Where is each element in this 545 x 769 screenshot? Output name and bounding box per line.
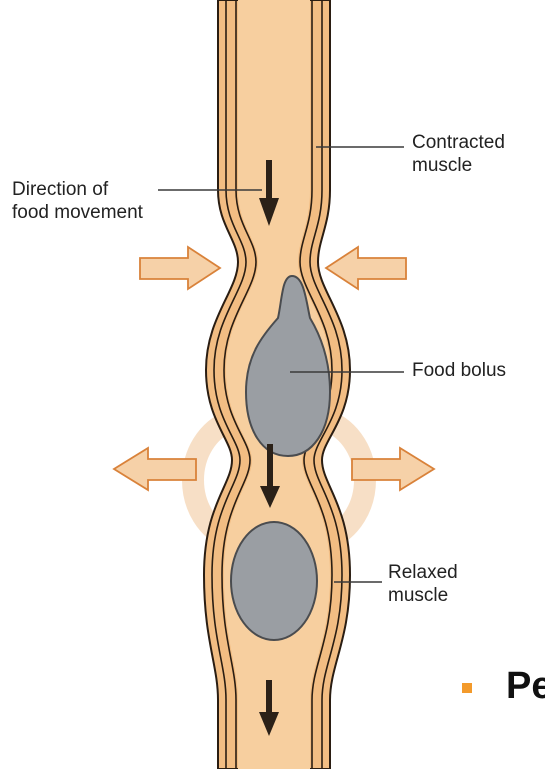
label-line: food movement — [12, 201, 143, 224]
direction-label: Direction of food movement — [12, 178, 143, 224]
label-line: muscle — [412, 154, 505, 177]
food-bolus-label: Food bolus — [412, 359, 506, 382]
label-line: Relaxed — [388, 561, 458, 584]
relaxed-muscle-label: Relaxed muscle — [388, 561, 458, 607]
label-line: muscle — [388, 584, 458, 607]
food-bolus-lower — [231, 522, 317, 640]
label-line: Contracted — [412, 131, 505, 154]
arrow-right-icon — [140, 247, 220, 289]
bullet-marker — [462, 683, 472, 693]
contracted-muscle-label: Contracted muscle — [412, 131, 505, 177]
bullet-text: Pe — [506, 665, 545, 708]
arrow-left-icon — [326, 247, 406, 289]
label-line: Direction of — [12, 178, 143, 201]
